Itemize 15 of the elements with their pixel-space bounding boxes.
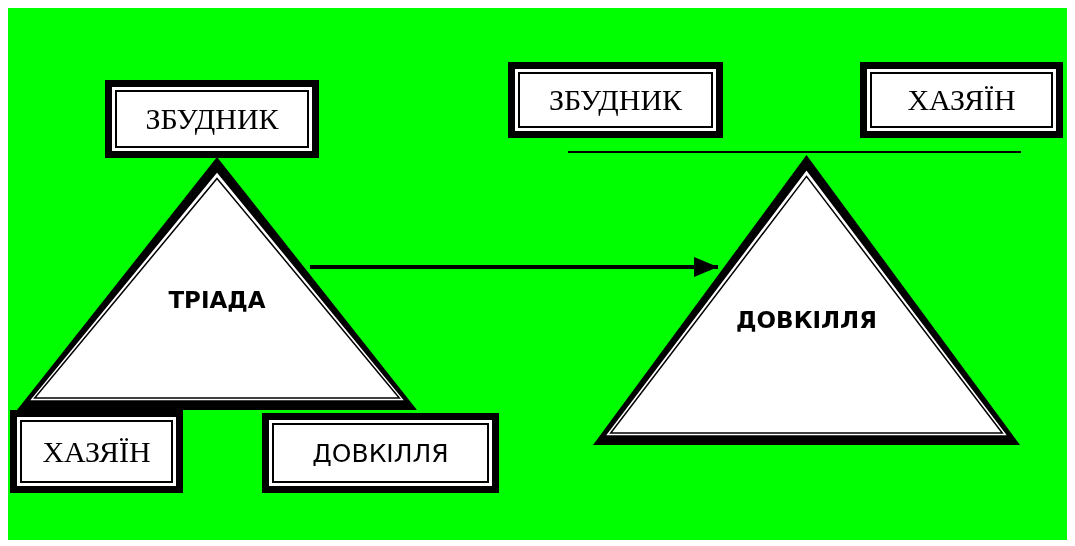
triangle-label: ДОВКІЛЛЯ <box>736 307 877 333</box>
double-border-box <box>262 413 499 493</box>
triangle-label: ТРІАДА <box>168 287 266 313</box>
box-label: ЗБУДНИК <box>145 102 279 136</box>
triangle-shape <box>593 155 1020 445</box>
box-label: ЗБУДНИК <box>548 83 683 117</box>
double-border-box <box>508 62 723 138</box>
double-border-box <box>860 62 1063 138</box>
triangle-shape <box>17 157 417 410</box>
double-border-box <box>10 410 183 493</box>
box-label: ХАЗЯЇН <box>907 83 1016 117</box>
box-label: ДОВКІЛЛЯ <box>312 438 449 468</box>
double-border-box <box>105 80 319 158</box>
box-label: ХАЗЯЇН <box>42 434 151 469</box>
arrow <box>309 257 719 277</box>
